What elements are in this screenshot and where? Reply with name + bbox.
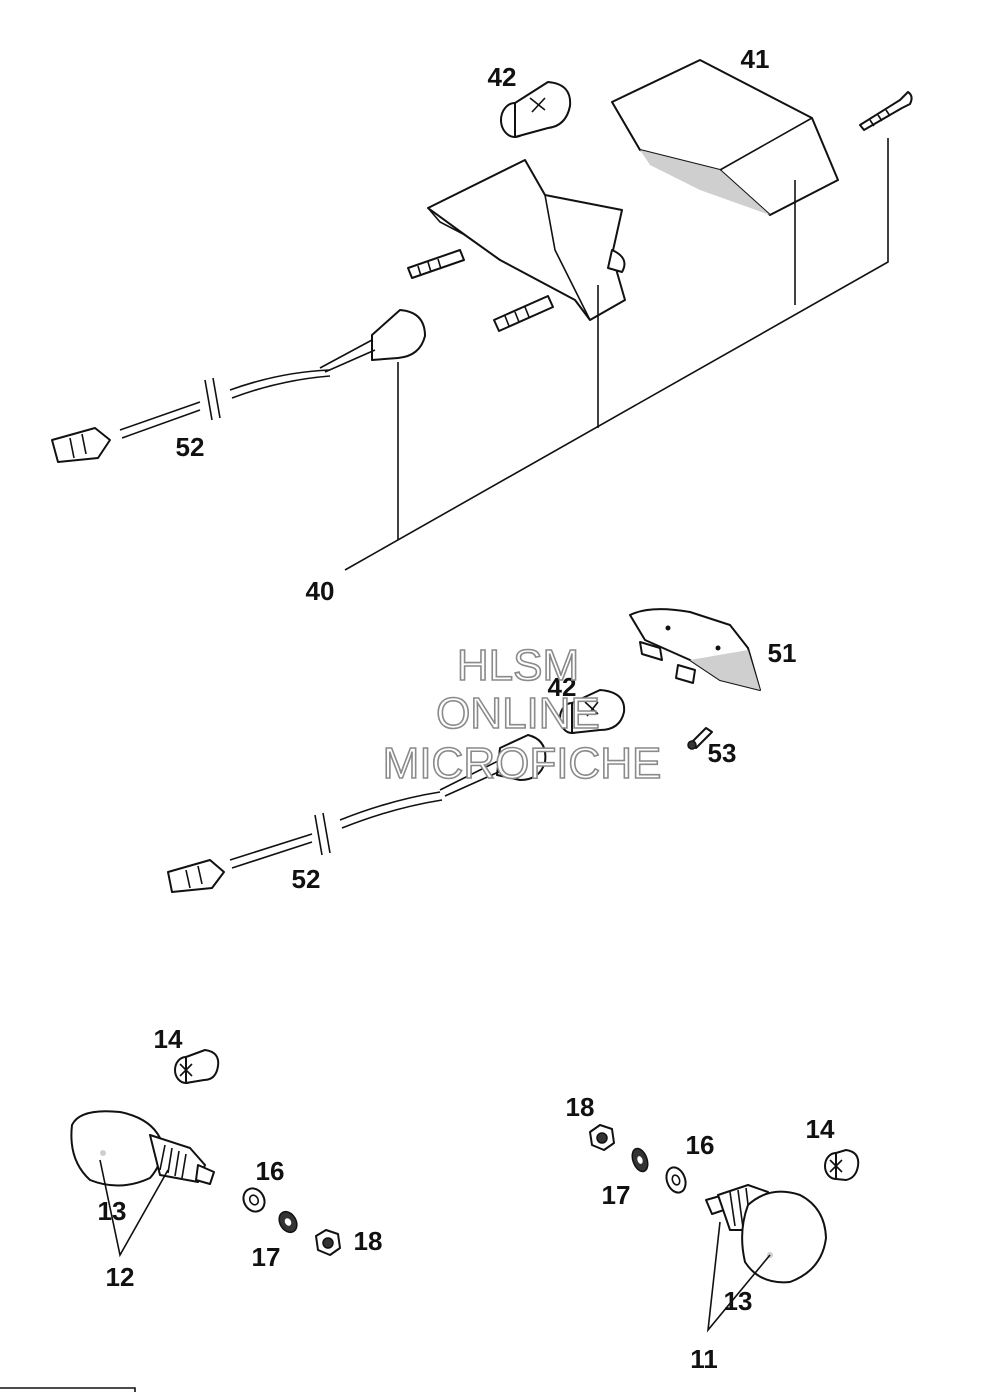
callout-42-top: 42 xyxy=(488,62,517,92)
leader-lines-bottom-left xyxy=(99,1159,169,1258)
watermark: HLSM ONLINE MICROFICHE xyxy=(382,640,662,789)
washer-16-left xyxy=(242,1187,266,1213)
callout-17-right: 17 xyxy=(602,1180,631,1210)
callout-52-top: 52 xyxy=(176,432,205,462)
watermark-line-3: MICROFICHE xyxy=(383,739,662,788)
leader-lines-top xyxy=(344,138,889,571)
wiring-harness-52-middle xyxy=(167,734,547,893)
watermark-line-1: HLSM xyxy=(457,641,579,690)
watermark-line-2: ONLINE xyxy=(436,689,600,738)
callout-12: 12 xyxy=(106,1262,135,1292)
lock-washer-17-left xyxy=(278,1210,298,1234)
turn-signal-11 xyxy=(705,1184,827,1284)
callout-14-right: 14 xyxy=(806,1114,835,1144)
callout-42-middle: 42 xyxy=(548,672,577,702)
callout-16-right: 16 xyxy=(686,1130,715,1160)
callout-40: 40 xyxy=(306,576,335,606)
bulb-14-left xyxy=(174,1049,220,1084)
washer-16-right xyxy=(665,1166,687,1194)
callout-18-left: 18 xyxy=(354,1226,383,1256)
callout-53: 53 xyxy=(708,738,737,768)
bulb-42-top xyxy=(500,81,572,138)
callout-41: 41 xyxy=(741,44,770,74)
wiring-harness-52-top xyxy=(51,309,426,463)
nut-18-left xyxy=(315,1229,341,1256)
bulb-14-right xyxy=(824,1149,860,1181)
screw-53 xyxy=(687,727,713,750)
nut-18-right xyxy=(589,1124,615,1151)
tail-light-housing xyxy=(407,159,626,332)
callout-51: 51 xyxy=(768,638,797,668)
callout-13-right: 13 xyxy=(724,1286,753,1316)
screw-top xyxy=(859,91,913,131)
callout-16-left: 16 xyxy=(256,1156,285,1186)
bulb-42-middle xyxy=(559,689,626,734)
license-light-51 xyxy=(629,608,761,691)
turn-signal-12 xyxy=(70,1110,215,1187)
lock-washer-17-right xyxy=(631,1147,649,1173)
callout-52-middle: 52 xyxy=(292,864,321,894)
callout-17-left: 17 xyxy=(252,1242,281,1272)
callout-13-left: 13 xyxy=(98,1196,127,1226)
lens-41 xyxy=(611,59,839,216)
border-fragment xyxy=(0,1387,136,1392)
leader-lines-bottom-right xyxy=(706,1221,771,1333)
callout-14-left: 14 xyxy=(154,1024,183,1054)
callout-11: 11 xyxy=(690,1344,718,1374)
callout-18-right: 18 xyxy=(566,1092,595,1122)
